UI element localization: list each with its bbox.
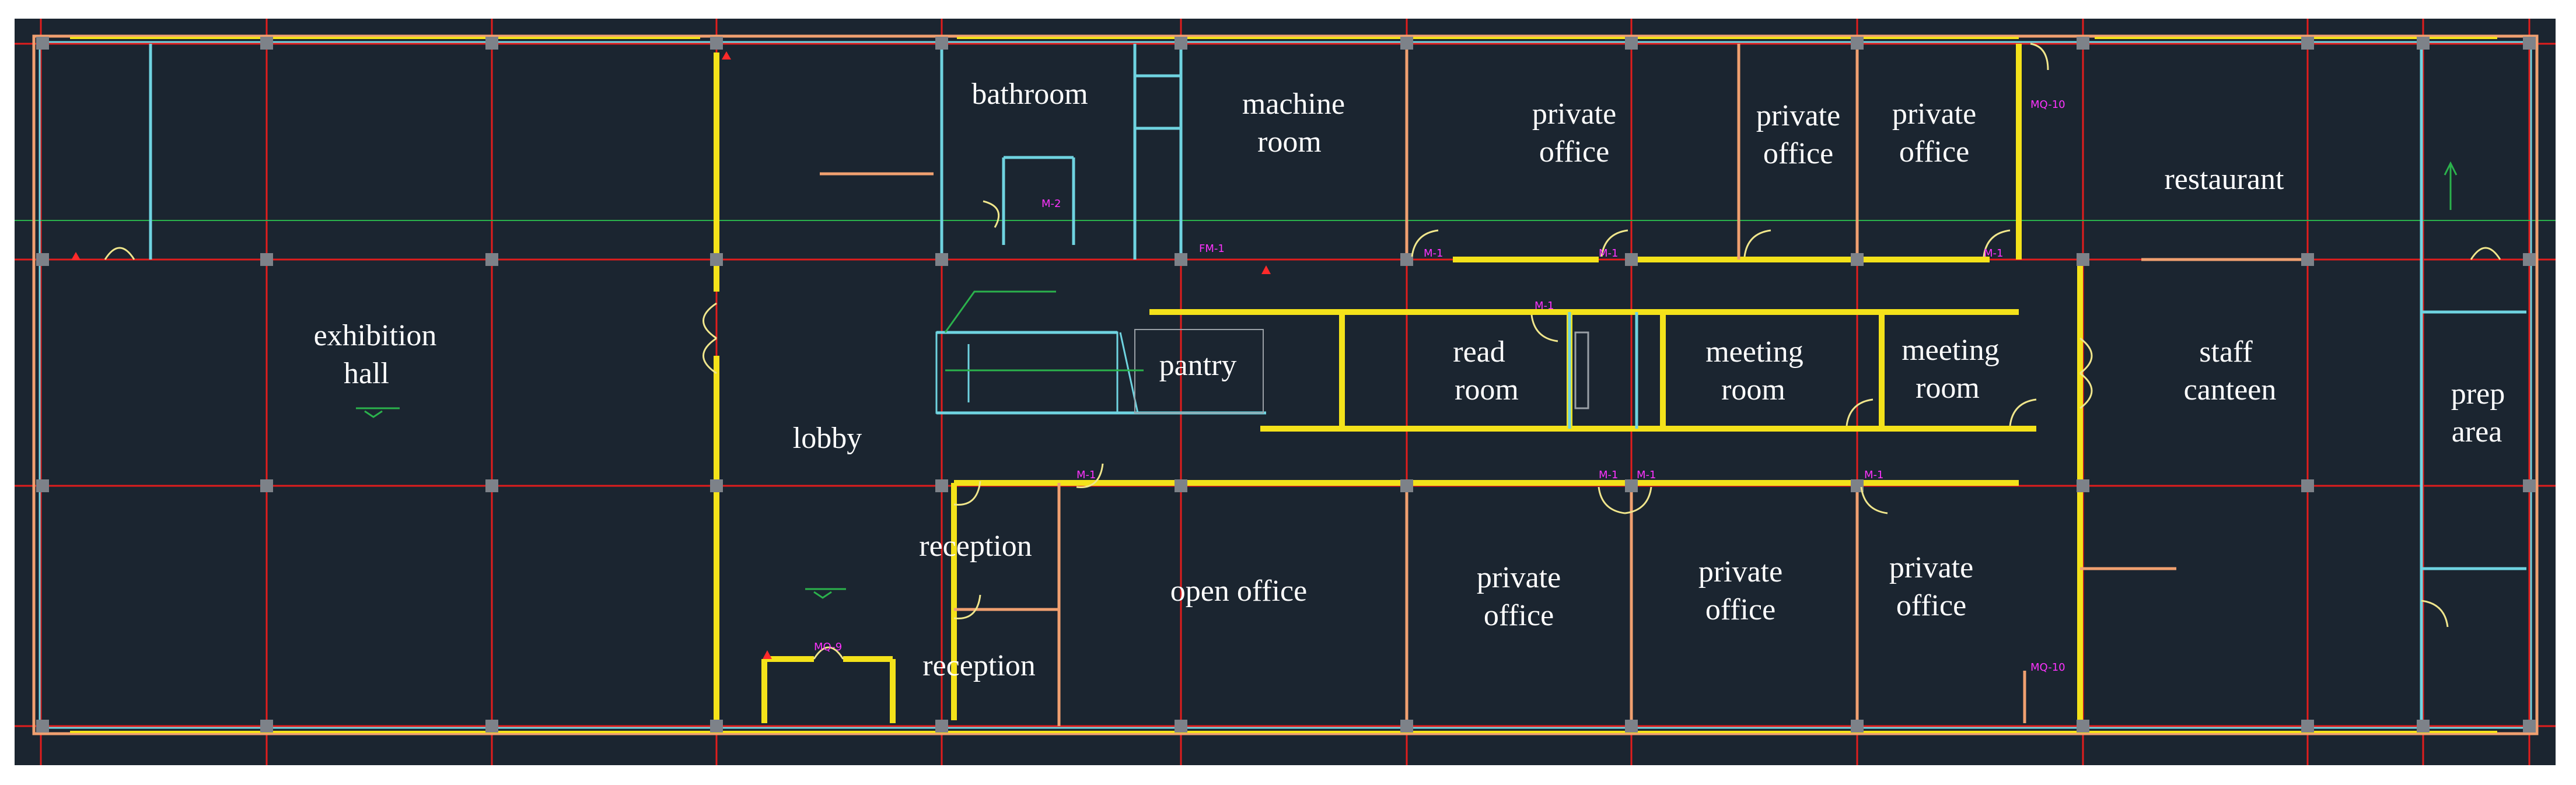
- label-meeting-2a: meeting: [1902, 334, 2000, 367]
- label-read-room-1: read: [1453, 335, 1505, 369]
- label-prep-area-1: prep: [2451, 377, 2505, 411]
- label-meeting-1a: meeting: [1705, 335, 1803, 369]
- door-bathroom: [983, 200, 1000, 228]
- door-private-top-2: [1600, 229, 1628, 257]
- door-canteen: [2079, 337, 2093, 374]
- shelving: [1574, 331, 1589, 409]
- label-staff-canteen-2: canteen: [2184, 373, 2277, 406]
- level-markers: [356, 161, 2458, 599]
- stair-marker: [944, 290, 1056, 333]
- label-private-top-3b: office: [1899, 135, 1969, 169]
- label-private-top-3a: private: [1892, 97, 1976, 131]
- door-east: [2470, 247, 2501, 260]
- label-exhibition-2: hall: [344, 357, 389, 390]
- door-private-bottom-3: [1860, 486, 1888, 514]
- door-private-top-1: [1411, 229, 1439, 257]
- tag-fm1: FM-1: [1199, 243, 1225, 255]
- label-pantry: pantry: [1159, 349, 1237, 382]
- label-private-top-1a: private: [1532, 97, 1616, 131]
- tag-m1-g: M-1: [1599, 247, 1618, 260]
- label-lobby: lobby: [793, 422, 862, 455]
- label-private-top-2b: office: [1763, 137, 1833, 170]
- label-meeting-1b: room: [1721, 373, 1785, 406]
- door-private-bottom-2: [1624, 486, 1652, 514]
- tag-m1-b: M-1: [1599, 469, 1618, 481]
- label-staff-canteen-1: staff: [2199, 335, 2253, 369]
- label-private-bottom-1a: private: [1477, 561, 1561, 594]
- tag-m2: M-2: [1041, 198, 1061, 210]
- door-read-room: [1530, 314, 1558, 342]
- label-bathroom: bathroom: [971, 78, 1088, 111]
- door-exhibition-west: [104, 247, 135, 260]
- label-reception-1: reception: [919, 530, 1032, 563]
- main-walls: [714, 44, 2083, 723]
- label-machine-room-2: room: [1257, 125, 1322, 159]
- door-prep: [2421, 600, 2449, 628]
- label-private-bottom-2a: private: [1698, 555, 1782, 588]
- tag-m1-h: M-1: [1984, 247, 2003, 260]
- door-restaurant: [2030, 43, 2049, 71]
- tag-mq9: MQ-9: [814, 641, 842, 653]
- label-restaurant: restaurant: [2164, 163, 2284, 196]
- label-reception-2: reception: [922, 649, 1035, 682]
- door-canteen-2: [2079, 372, 2093, 409]
- door-meeting-1: [1846, 398, 1874, 426]
- tag-m1-e: M-1: [1535, 300, 1554, 312]
- door-private-top-3: [1743, 229, 1771, 257]
- tag-mq10-bottom: MQ-10: [2030, 661, 2065, 674]
- label-private-bottom-2b: office: [1705, 593, 1775, 626]
- label-read-room-2: room: [1455, 373, 1519, 406]
- room-labels: bathroom machine room private office pri…: [314, 78, 2505, 682]
- tag-mq10: MQ-10: [2030, 99, 2065, 111]
- label-exhibition-1: exhibition: [314, 319, 437, 352]
- label-open-office: open office: [1170, 574, 1307, 608]
- tag-m1-f: M-1: [1424, 247, 1443, 260]
- label-private-bottom-3b: office: [1896, 589, 1966, 622]
- door-private-top-4: [1983, 229, 2011, 257]
- label-meeting-2b: room: [1916, 372, 1980, 405]
- tag-m1-c: M-1: [1637, 469, 1656, 481]
- exterior-walls: [32, 34, 2539, 735]
- door-private-bottom-1: [1598, 486, 1626, 514]
- door-mq9: [813, 646, 844, 660]
- door-lobby-west-2: [702, 337, 717, 374]
- door-lobby-west: [702, 302, 717, 339]
- label-private-top-2a: private: [1756, 99, 1840, 132]
- plan-canvas: [15, 19, 2556, 765]
- label-prep-area-2: area: [2452, 415, 2502, 448]
- door-reception-1: [953, 481, 981, 506]
- partitions: [820, 44, 2305, 726]
- label-machine-room-1: machine: [1242, 87, 1345, 121]
- door-reception-2: [953, 594, 981, 619]
- label-private-top-1b: office: [1539, 135, 1609, 169]
- label-private-bottom-1b: office: [1484, 599, 1554, 632]
- stairs: [935, 331, 1139, 414]
- label-private-bottom-3a: private: [1889, 551, 1973, 584]
- markers: [71, 51, 1271, 659]
- tag-m1-d: M-1: [1864, 469, 1883, 481]
- door-tags: MQ-9 MQ-10 MQ-10 FM-1 M-1 M-1 M-1 M-1 M-…: [814, 99, 2065, 674]
- doors: [104, 43, 2501, 660]
- door-open-office: [1076, 463, 1104, 488]
- tag-m1-a: M-1: [1076, 469, 1096, 481]
- columns: [36, 37, 2536, 733]
- door-meeting-2: [2009, 398, 2037, 426]
